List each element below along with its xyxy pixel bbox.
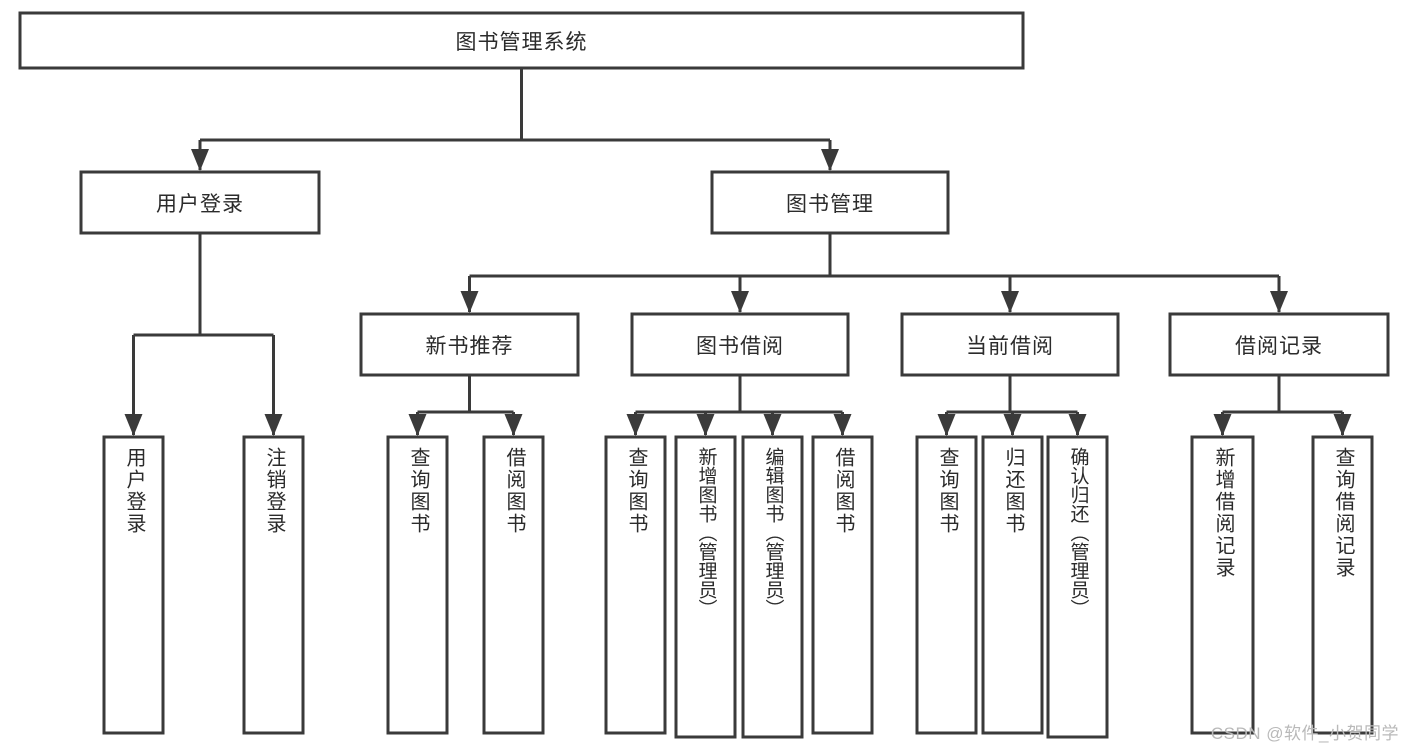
node-box-leaf-borrow-book-1[interactable] xyxy=(482,435,545,735)
node-box-book-borrow[interactable] xyxy=(630,312,850,377)
arrow-book-borrow-to-leaf-borrow-book-2 xyxy=(833,414,852,436)
arrow-new-book-rec-to-leaf-borrow-book-1 xyxy=(504,414,523,436)
arrow-book-borrow-to-leaf-query-book-2 xyxy=(626,414,645,436)
node-box-leaf-confirm-return[interactable] xyxy=(1046,435,1109,739)
node-box-leaf-edit-book[interactable] xyxy=(741,435,804,739)
node-box-borrow-record[interactable] xyxy=(1168,312,1390,377)
arrow-borrow-record-to-leaf-add-record xyxy=(1213,414,1232,436)
arrow-book-borrow-to-leaf-add-book xyxy=(696,414,715,436)
arrow-user-login-to-leaf-user-login xyxy=(124,414,143,436)
node-box-new-book-rec[interactable] xyxy=(359,312,580,377)
arrow-new-book-rec-to-leaf-query-book-1 xyxy=(408,414,427,436)
node-box-leaf-query-book-3[interactable] xyxy=(915,435,978,735)
node-box-leaf-add-record[interactable] xyxy=(1190,435,1255,735)
arrow-bookmanage-to-borrow-record xyxy=(1270,291,1288,313)
arrow-borrow-record-to-leaf-query-record xyxy=(1333,414,1352,436)
arrow-current-borrow-to-leaf-confirm-return xyxy=(1068,414,1087,436)
node-box-user-login[interactable] xyxy=(79,170,321,235)
node-box-leaf-query-book-1[interactable] xyxy=(386,435,449,735)
arrow-bookmanage-to-current-borrow xyxy=(1001,291,1019,313)
node-box-leaf-borrow-book-2[interactable] xyxy=(811,435,874,735)
arrow-bookmanage-to-book-borrow xyxy=(731,291,749,313)
node-box-leaf-query-book-2[interactable] xyxy=(604,435,667,735)
arrow-bookmanage-to-new-book-rec xyxy=(460,291,479,313)
node-box-root[interactable] xyxy=(18,11,1025,70)
node-box-book-manage[interactable] xyxy=(710,170,950,235)
node-box-leaf-user-login[interactable] xyxy=(102,435,165,735)
node-box-current-borrow[interactable] xyxy=(900,312,1120,377)
csdn-watermark: CSDN @软件_小贺同学 xyxy=(1210,724,1399,743)
arrow-book-borrow-to-leaf-edit-book xyxy=(763,414,782,436)
arrow-current-borrow-to-leaf-query-book-3 xyxy=(937,414,956,436)
arrow-current-borrow-to-leaf-return-book xyxy=(1003,414,1022,436)
arrow-root-to-user-login xyxy=(191,149,209,171)
arrow-root-to-book-manage xyxy=(821,149,839,171)
node-box-leaf-add-book[interactable] xyxy=(674,435,737,739)
arrow-user-login-to-leaf-logout xyxy=(264,414,283,436)
node-box-leaf-query-record[interactable] xyxy=(1311,435,1374,735)
node-box-leaf-logout[interactable] xyxy=(242,435,305,735)
node-box-leaf-return-book[interactable] xyxy=(981,435,1044,735)
